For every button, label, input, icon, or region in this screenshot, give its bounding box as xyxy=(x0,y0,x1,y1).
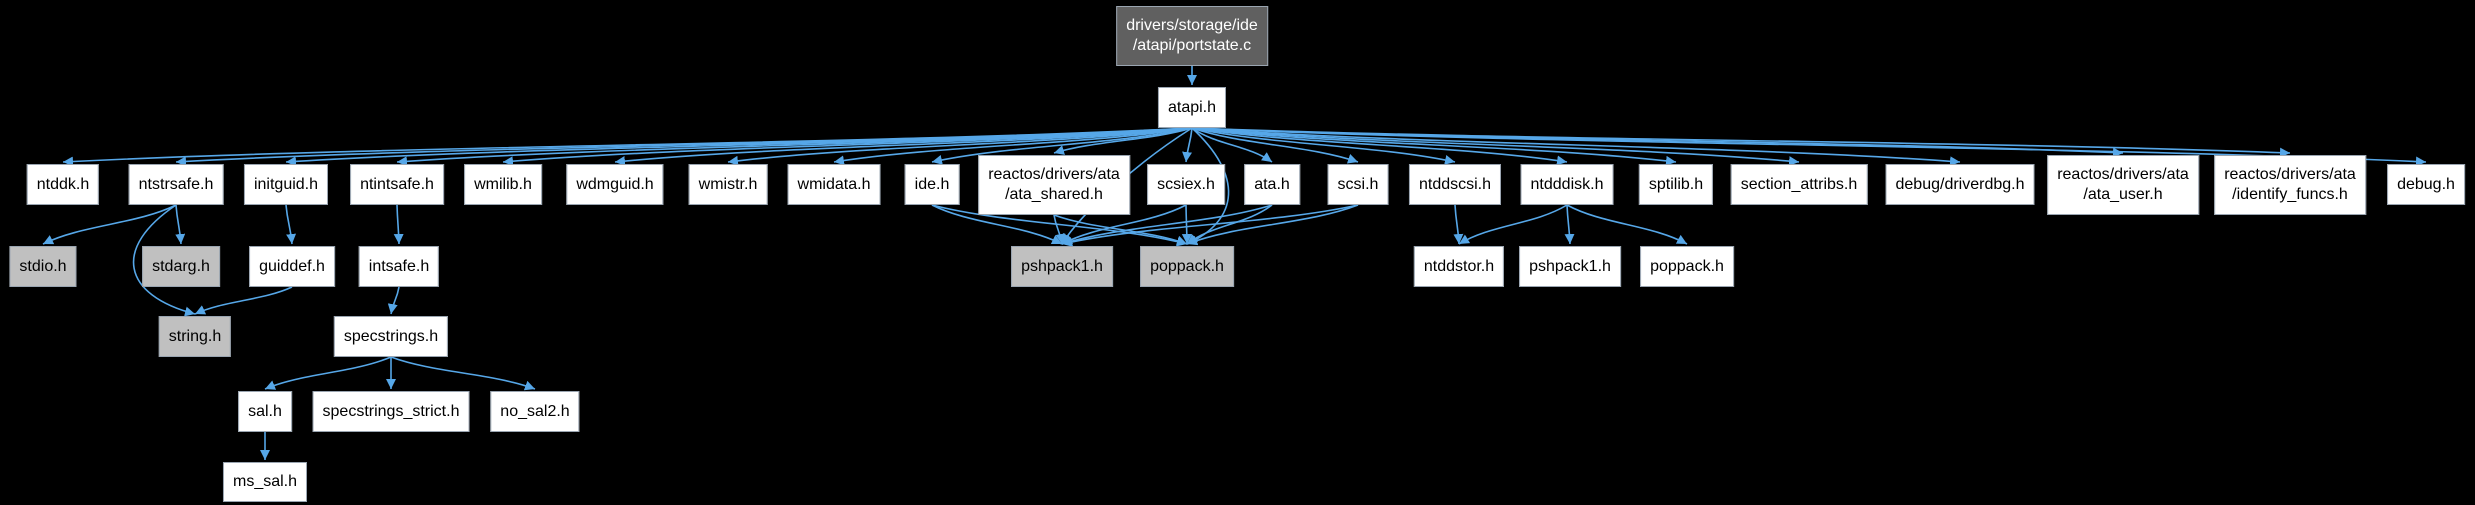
edge-ide-h-to-poppack-gray xyxy=(931,204,1188,247)
edge-ata-h-to-pshpack1-gray xyxy=(1061,204,1273,246)
edge-specstrings-h-to-sal-h xyxy=(264,356,392,390)
node-wmistr-h[interactable]: wmistr.h xyxy=(688,164,768,205)
edge-ntdddisk-h-to-poppack-white xyxy=(1566,204,1688,245)
node-wmilib-h[interactable]: wmilib.h xyxy=(464,164,542,205)
node-portstate-c: drivers/storage/ide /atapi/portstate.c xyxy=(1116,6,1268,66)
edge-scsi-h-to-pshpack1-gray xyxy=(1061,204,1359,247)
edge-atapi-h-to-ntddscsi-h xyxy=(1191,127,1456,165)
edge-atapi-h-to-scsi-h xyxy=(1191,127,1359,164)
node-ntdddisk-h[interactable]: ntdddisk.h xyxy=(1520,164,1614,205)
edge-atapi-h-to-driverdbg-h xyxy=(1191,127,1961,167)
node-scsi-h[interactable]: scsi.h xyxy=(1327,164,1389,205)
node-ntddstor-h[interactable]: ntddstor.h xyxy=(1413,246,1505,287)
edge-ntstrsafe-h-to-stdio-h xyxy=(42,204,177,245)
edge-ide-h-to-pshpack1-gray xyxy=(931,204,1063,245)
edge-scsi-h-to-poppack-gray xyxy=(1186,204,1359,246)
edge-atapi-h-to-sptilib-h xyxy=(1191,127,1677,166)
edge-atapi-h-to-wmilib-h xyxy=(502,127,1193,167)
node-sal-h[interactable]: sal.h xyxy=(238,391,292,432)
node-sptilib-h[interactable]: sptilib.h xyxy=(1638,164,1714,205)
edge-atapi-h-to-ide-h xyxy=(931,127,1193,165)
node-guiddef-h[interactable]: guiddef.h xyxy=(249,246,335,287)
edge-atapi-h-to-section-attribs-h xyxy=(1191,127,1800,167)
edge-atapi-h-to-ntdddisk-h xyxy=(1191,127,1568,166)
node-ntddscsi-h[interactable]: ntddscsi.h xyxy=(1408,164,1502,205)
edge-scsiex-h-to-pshpack1-gray xyxy=(1061,204,1187,245)
edge-atapi-h-to-scsiex-h xyxy=(1182,127,1193,163)
edge-atapi-h-to-wmidata-h xyxy=(833,127,1193,166)
edge-atapi-h-to-identify-funcs-h xyxy=(1191,127,2291,158)
node-pshpack1-gray[interactable]: pshpack1.h xyxy=(1011,246,1113,287)
edge-guiddef-h-to-string-h xyxy=(194,286,293,315)
node-pshpack1-white[interactable]: pshpack1.h xyxy=(1519,246,1621,287)
node-ntintsafe-h[interactable]: ntintsafe.h xyxy=(350,164,444,205)
node-no-sal2-h[interactable]: no_sal2.h xyxy=(490,391,580,432)
node-specstrings-h[interactable]: specstrings.h xyxy=(333,316,449,357)
edge-scsiex-h-to-poppack-gray xyxy=(1181,204,1192,245)
node-stdio-h[interactable]: stdio.h xyxy=(9,246,77,287)
node-string-h[interactable]: string.h xyxy=(158,316,232,357)
node-atapi-h[interactable]: atapi.h xyxy=(1157,87,1227,128)
node-ata-user-h[interactable]: reactos/drivers/ata /ata_user.h xyxy=(2047,155,2199,215)
edge-initguid-h-to-guiddef-h xyxy=(285,204,297,245)
edge-intsafe-h-to-specstrings-h xyxy=(387,286,400,315)
node-ntddk-h[interactable]: ntddk.h xyxy=(26,164,100,205)
node-poppack-white[interactable]: poppack.h xyxy=(1640,246,1734,287)
node-specstrings-strict-h[interactable]: specstrings_strict.h xyxy=(312,391,470,432)
edge-ntintsafe-h-to-intsafe-h xyxy=(393,204,404,245)
node-ata-h[interactable]: ata.h xyxy=(1244,164,1300,205)
node-intsafe-h[interactable]: intsafe.h xyxy=(358,246,440,287)
edge-atapi-h-to-ata-shared-h xyxy=(1053,127,1193,155)
node-ide-h[interactable]: ide.h xyxy=(904,164,960,205)
edge-ntddscsi-h-to-ntddstor-h xyxy=(1453,204,1464,245)
edge-specstrings-h-to-no-sal2-h xyxy=(390,356,536,391)
node-identify-funcs-h[interactable]: reactos/drivers/ata /identify_funcs.h xyxy=(2214,155,2366,215)
node-wdmguid-h[interactable]: wdmguid.h xyxy=(566,164,664,205)
node-stdarg-h[interactable]: stdarg.h xyxy=(142,246,220,287)
node-section-attribs-h[interactable]: section_attribs.h xyxy=(1730,164,1868,205)
node-driverdbg-h[interactable]: debug/driverdbg.h xyxy=(1885,164,2035,205)
node-poppack-gray[interactable]: poppack.h xyxy=(1140,246,1234,287)
edge-ntstrsafe-h-to-stdarg-h xyxy=(175,204,186,245)
edge-ntdddisk-h-to-ntddstor-h xyxy=(1458,204,1568,245)
edge-atapi-h-to-wmistr-h xyxy=(727,127,1193,166)
node-ms-sal-h[interactable]: ms_sal.h xyxy=(222,462,308,502)
edge-atapi-h-to-wdmguid-h xyxy=(614,127,1193,167)
node-ata-shared-h[interactable]: reactos/drivers/ata /ata_shared.h xyxy=(978,155,1130,215)
node-scsiex-h[interactable]: scsiex.h xyxy=(1147,164,1225,205)
node-initguid-h[interactable]: initguid.h xyxy=(243,164,329,205)
edge-ntstrsafe-h-to-string-h xyxy=(132,204,196,317)
edge-ata-shared-h-to-poppack-gray xyxy=(1053,214,1188,246)
node-debug-h[interactable]: debug.h xyxy=(2387,164,2465,205)
edge-atapi-h-to-ata-h xyxy=(1191,127,1273,163)
edge-ata-shared-h-to-pshpack1-gray xyxy=(1053,214,1066,245)
node-ntstrsafe-h[interactable]: ntstrsafe.h xyxy=(128,164,224,205)
node-wmidata-h[interactable]: wmidata.h xyxy=(787,164,881,205)
edge-ntdddisk-h-to-pshpack1-white xyxy=(1564,204,1575,245)
